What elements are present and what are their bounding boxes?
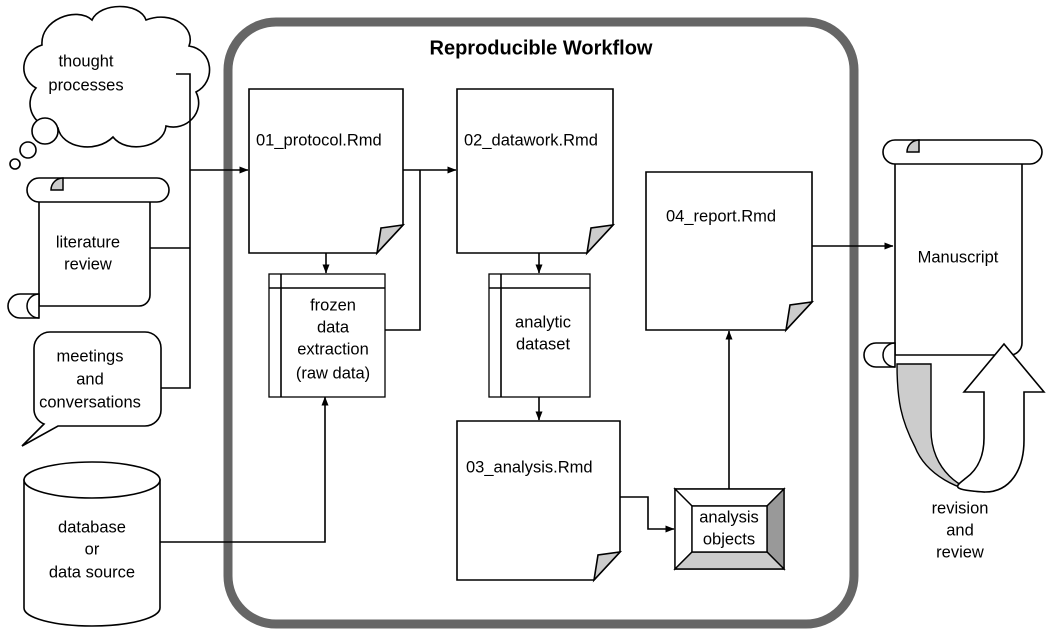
document-protocol: 01_protocol.Rmd: [248, 88, 406, 256]
document-shape-protocol: [248, 88, 404, 254]
document-label-report: 04_report.Rmd: [666, 207, 776, 225]
loop-descending-band: [896, 363, 986, 493]
loop-revision-and-review: revision and review: [896, 342, 1046, 561]
scroll-top-roll-manuscript: [882, 139, 1043, 165]
analysis-objects-line-2: objects: [703, 530, 755, 548]
beveled-box-top-face: [673, 488, 786, 507]
loop-ascending-arrow: [957, 342, 1046, 493]
beveled-box-bottom-face: [673, 551, 786, 570]
connector-analysis-to-analysis-objects: [620, 496, 675, 533]
page-title: Reproducible Workflow: [430, 37, 653, 59]
meetings-line-2: and: [76, 370, 104, 388]
document-fold-analysis: [592, 550, 623, 583]
scroll-bottom-curl-literature: [26, 293, 40, 319]
object-analysis-objects: analysis objects: [673, 487, 786, 571]
frozen-data-line-1: frozen: [310, 296, 356, 314]
internal-storage-outer-frozen: [268, 273, 386, 398]
input-literature-review: literature review: [7, 177, 170, 319]
literature-review-line-1: literature: [56, 233, 120, 251]
thought-processes-line-2: processes: [48, 76, 123, 94]
connector-thought-to-protocol: [176, 73, 191, 170]
output-manuscript: Manuscript: [863, 139, 1043, 368]
document-datawork: 02_datawork.Rmd: [456, 88, 616, 256]
analytic-dataset-line-1: analytic: [515, 313, 571, 331]
document-fold-report: [784, 300, 815, 333]
datastore-frozen-data-extraction: frozen data extraction (raw data): [268, 273, 386, 398]
document-shape-report: [645, 171, 813, 331]
scroll-top-roll-literature: [26, 177, 170, 203]
thought-bubble-large: [31, 117, 59, 145]
database-line-2: or: [85, 540, 100, 558]
speech-bubble-shape: [21, 331, 162, 447]
reproducible-workflow-frame: [223, 17, 859, 629]
datastore-analytic-dataset: analytic dataset: [488, 273, 591, 398]
frozen-data-line-2: data: [317, 318, 350, 336]
database-line-1: database: [58, 518, 126, 536]
document-label-analysis: 03_analysis.Rmd: [466, 458, 593, 476]
scroll-body-literature: [38, 189, 151, 307]
scroll-top-curl-literature: [50, 177, 64, 191]
document-shape-analysis: [456, 420, 621, 581]
input-database-or-data-source: database or data source: [23, 461, 161, 627]
revision-line-1: revision: [932, 499, 989, 517]
document-analysis: 03_analysis.Rmd: [456, 420, 623, 583]
input-meetings-and-conversations: meetings and conversations: [21, 331, 162, 447]
revision-line-2: and: [946, 521, 974, 539]
meetings-line-1: meetings: [57, 347, 124, 365]
document-label-protocol: 01_protocol.Rmd: [256, 131, 382, 149]
analysis-objects-line-1: analysis: [699, 508, 759, 526]
scroll-bottom-roll-literature: [7, 293, 40, 319]
input-thought-processes: thought processes: [9, 5, 211, 170]
connector-frozen-data-to-datawork: [385, 170, 421, 331]
thought-cloud-shape: [23, 5, 211, 148]
frozen-data-line-3: extraction: [297, 340, 369, 358]
thought-bubble-medium: [19, 141, 37, 159]
scroll-bottom-roll-manuscript: [863, 342, 896, 368]
cylinder-top-ellipse: [23, 461, 161, 499]
document-report: 04_report.Rmd: [645, 171, 815, 333]
analytic-dataset-line-2: dataset: [516, 335, 571, 353]
database-line-3: data source: [49, 563, 135, 581]
beveled-box-inner-face: [691, 505, 768, 553]
scroll-top-curl-manuscript: [906, 139, 920, 153]
cylinder-body: [23, 479, 161, 627]
document-label-datawork: 02_datawork.Rmd: [464, 131, 598, 149]
connector-database-to-frozen-data: [160, 396, 329, 543]
manuscript-label: Manuscript: [918, 248, 999, 266]
frozen-data-line-4: (raw data): [296, 364, 370, 382]
thought-bubble-small: [9, 158, 21, 170]
document-fold-datawork: [585, 223, 616, 256]
literature-review-line-2: review: [64, 255, 112, 273]
scroll-bottom-curl-manuscript: [882, 342, 896, 368]
meetings-line-3: conversations: [39, 393, 141, 411]
thought-processes-line-1: thought: [58, 52, 113, 70]
revision-line-3: review: [936, 543, 984, 561]
document-fold-protocol: [375, 223, 406, 256]
connector-meetings-to-protocol: [161, 170, 191, 389]
document-shape-datawork: [456, 88, 614, 254]
